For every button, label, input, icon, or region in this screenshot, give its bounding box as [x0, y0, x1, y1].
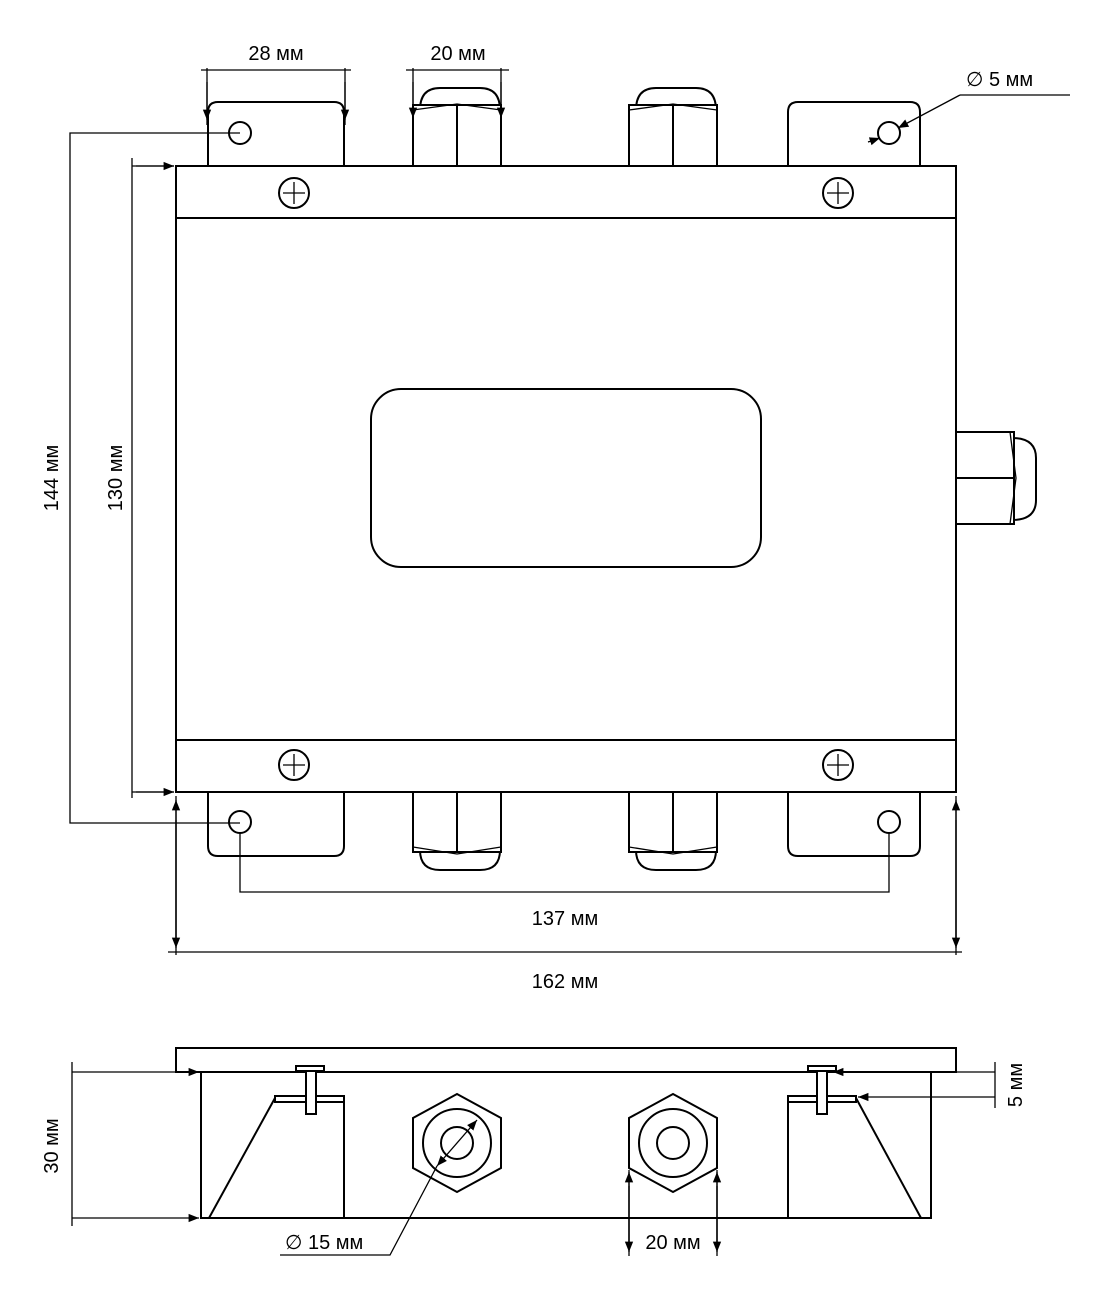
side-view [175, 1047, 957, 1219]
screw-bottom-left [278, 749, 310, 781]
top-view [175, 87, 1037, 871]
dimension-tab-width: 28 мм [201, 43, 351, 125]
dimension-nut-width: 20 мм [624, 1170, 722, 1256]
cable-gland-top-2 [628, 87, 718, 167]
label-plate-thickness: 5 мм [1005, 1063, 1027, 1107]
label-window [370, 388, 762, 568]
label-side-height: 30 мм [41, 1118, 63, 1173]
cable-gland-bottom-2 [628, 791, 718, 871]
cable-gland-top-1 [412, 87, 502, 167]
side-foot-left [208, 1065, 345, 1219]
mounting-tab-top-right [787, 101, 921, 166]
screw-top-left [278, 177, 310, 209]
label-hole-diameter: ∅ 5 мм [966, 69, 1033, 91]
label-height-body: 130 мм [105, 445, 127, 511]
dimension-height-total: 144 мм [41, 132, 240, 824]
side-foot-right [787, 1065, 922, 1219]
label-nut-width: 20 мм [645, 1232, 700, 1254]
mounting-tab-top-left [207, 101, 345, 166]
screw-bottom-right [822, 749, 854, 781]
cable-gland-bottom-1 [412, 791, 502, 871]
label-width-total: 162 мм [532, 971, 598, 993]
label-thread-diameter: ∅ 15 мм [285, 1232, 363, 1254]
mounting-tab-bottom-right [787, 792, 921, 857]
side-nut-2 [628, 1092, 718, 1194]
dimension-gland-width-top: 20 мм [406, 43, 509, 118]
cable-gland-right [955, 431, 1037, 525]
label-height-total: 144 мм [41, 445, 63, 511]
mounting-tab-bottom-left [207, 792, 345, 857]
dimension-height-body: 130 мм [105, 158, 174, 798]
label-hole-spacing: 137 мм [532, 908, 598, 930]
dimension-width-total: 162 мм [168, 796, 962, 993]
label-tab-width: 28 мм [248, 43, 303, 65]
label-gland-width-top: 20 мм [430, 43, 485, 65]
screw-top-right [822, 177, 854, 209]
dimension-hole-spacing: 137 мм [239, 833, 890, 930]
dimension-hole-diameter: ∅ 5 мм [867, 69, 1070, 146]
dimension-side-height: 30 мм [41, 1062, 199, 1226]
mount-hole-top-right [877, 121, 901, 145]
dimension-plate-thickness: 5 мм [833, 1062, 1027, 1108]
dimension-thread-diameter: ∅ 15 мм [280, 1119, 478, 1256]
side-lid [175, 1047, 957, 1073]
enclosure-body [175, 165, 957, 793]
